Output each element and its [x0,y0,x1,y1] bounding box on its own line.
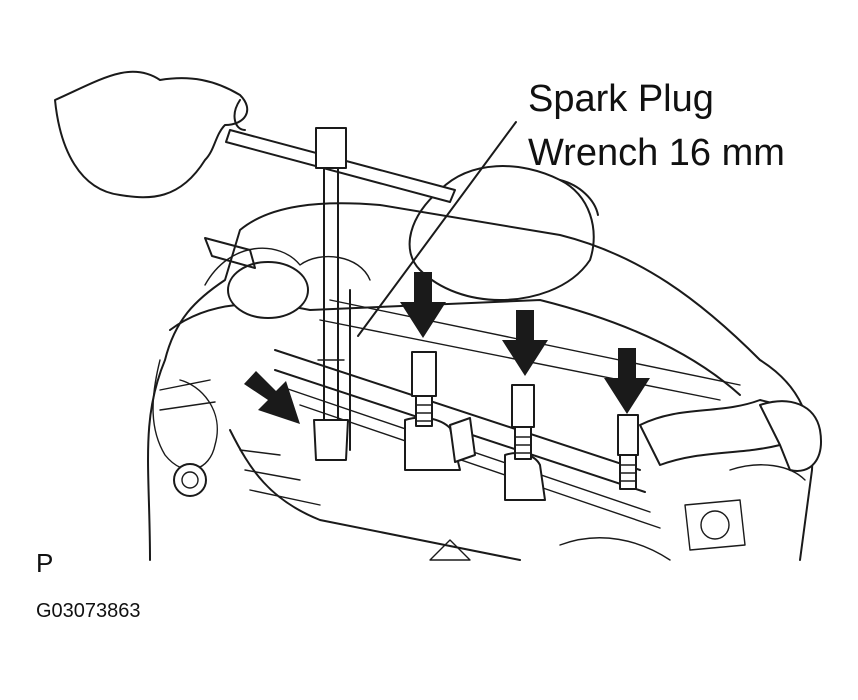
view-code-label: P [36,548,54,578]
down-arrow-icon [400,272,446,338]
hands [54,70,599,301]
callout-label: Spark Plug Wrench 16 mm [528,72,785,180]
engine-block [147,202,822,561]
spark-plug-1 [411,351,437,427]
diagonal-arrow-icon [244,371,300,424]
down-arrow-icon [604,348,650,414]
callout-leader-line [357,121,517,337]
callout-line-2: Wrench 16 mm [528,132,785,174]
spark-plug-wrench [225,127,456,461]
spark-plug-2 [511,384,535,460]
down-arrow-icon [502,310,548,376]
figure-id-label: G03073863 [36,600,141,622]
spark-plug-3 [617,414,639,490]
callout-line-1: Spark Plug [528,78,714,120]
